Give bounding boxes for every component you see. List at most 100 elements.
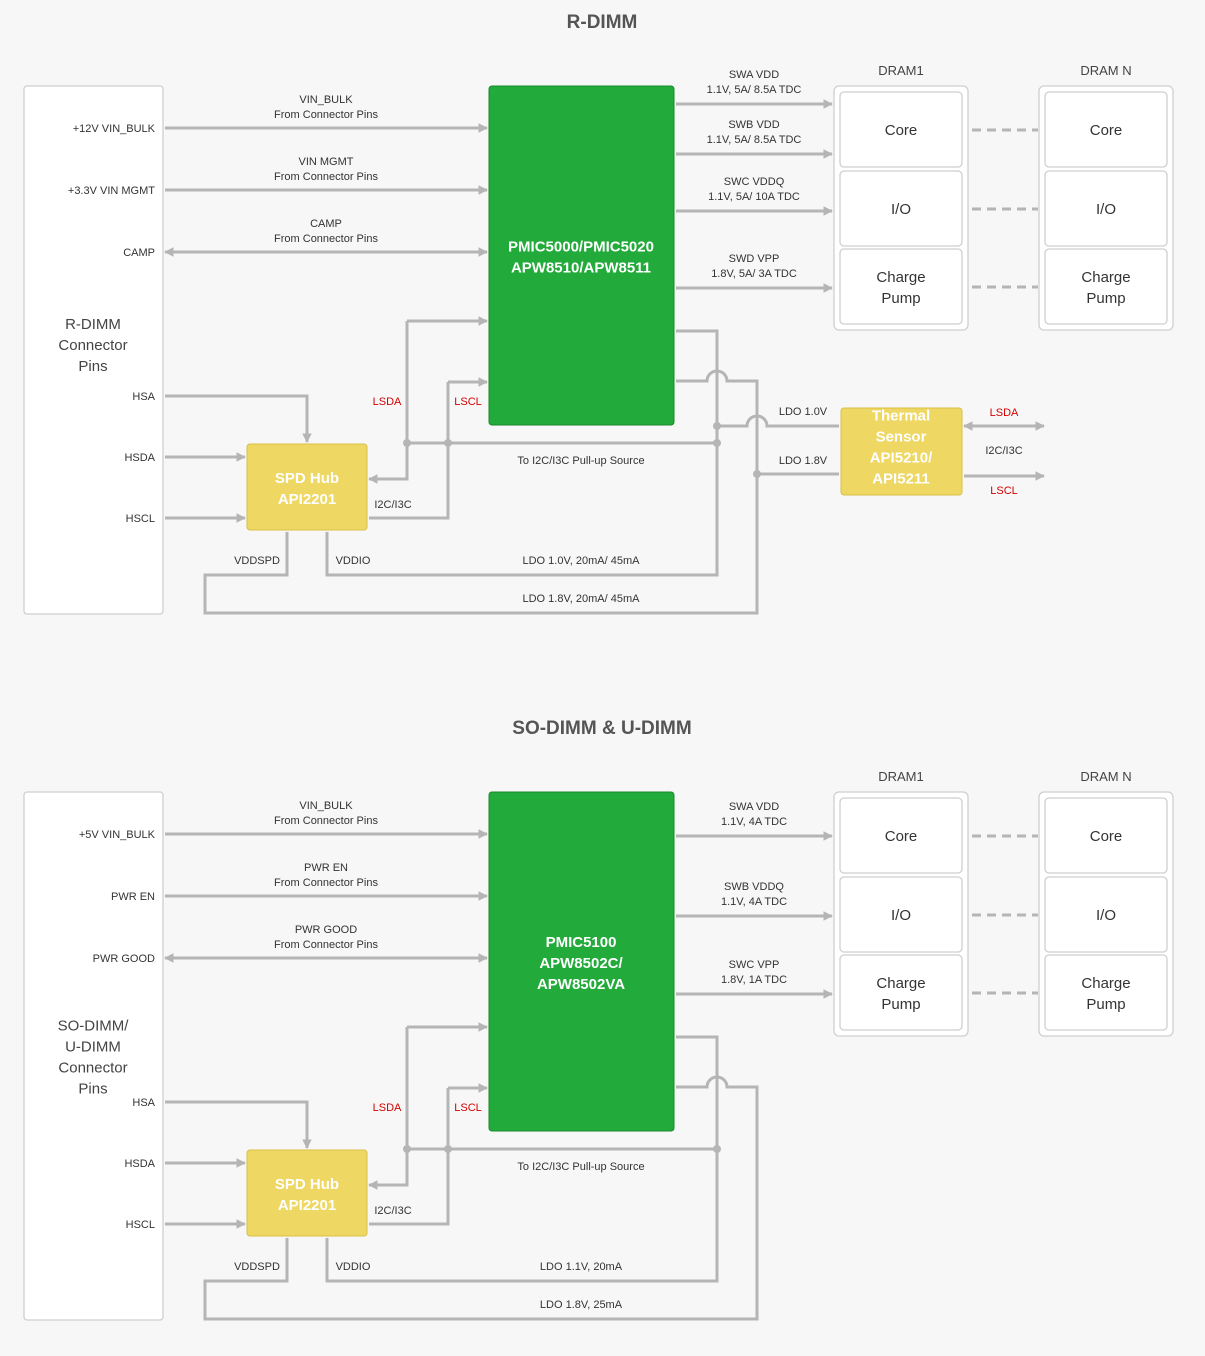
junction-dot bbox=[444, 439, 452, 447]
ldo-a-label: LDO 1.1V, 20mA bbox=[540, 1261, 623, 1273]
charge-pump-label: Pump bbox=[881, 996, 920, 1013]
connector-label: Connector bbox=[58, 337, 127, 354]
ldo-b-label: LDO 1.8V, 20mA/ 45mA bbox=[523, 593, 641, 605]
rail-name: SWB VDDQ bbox=[724, 881, 784, 893]
connector-label: Connector bbox=[58, 1060, 127, 1077]
spd-hub-label: API2201 bbox=[278, 1197, 336, 1214]
input-label: CAMP bbox=[310, 218, 342, 230]
junction-dot bbox=[444, 1145, 452, 1153]
connector-box bbox=[23, 85, 164, 615]
dram-cell bbox=[839, 797, 963, 874]
lscl-to-spd bbox=[369, 382, 450, 520]
input-label: From Connector Pins bbox=[274, 233, 378, 245]
input-label: From Connector Pins bbox=[274, 109, 378, 121]
dram-cell bbox=[1044, 248, 1168, 325]
pin-label-pwr-en: PWR EN bbox=[111, 891, 155, 903]
thermal-sensor-label: API5210/ bbox=[870, 450, 933, 467]
rail-spec: 1.1V, 4A TDC bbox=[721, 896, 787, 908]
rail-spec: 1.1V, 4A TDC bbox=[721, 816, 787, 828]
charge-pump-label: Pump bbox=[1086, 290, 1125, 307]
rail-name: SWD VPP bbox=[729, 253, 780, 265]
vddspd-label: VDDSPD bbox=[234, 1261, 280, 1273]
vddspd-label: VDDSPD bbox=[234, 555, 280, 567]
ldo-a-wire bbox=[325, 1035, 719, 1283]
pullup-label: To I2C/I3C Pull-up Source bbox=[517, 455, 644, 467]
lsda-to-spd bbox=[368, 1027, 409, 1190]
core-cell-label: Core bbox=[1090, 122, 1123, 139]
sodimm-section: SO-DIMM & U-DIMMSO-DIMM/U-DIMMConnectorP… bbox=[23, 718, 1038, 1321]
pmic-label: PMIC5000/PMIC5020 bbox=[508, 239, 654, 256]
vddio-label: VDDIO bbox=[336, 1261, 371, 1273]
connector-label: Pins bbox=[78, 1081, 107, 1098]
connector-box bbox=[23, 791, 164, 1321]
junction-dot bbox=[403, 1145, 411, 1153]
pin-label-hsa: HSA bbox=[132, 391, 155, 403]
charge-pump-label: Charge bbox=[1081, 269, 1130, 286]
rail-spec: 1.1V, 5A/ 8.5A TDC bbox=[707, 134, 802, 146]
ldo-b-wire bbox=[203, 369, 759, 615]
spd-hub-chip bbox=[246, 1149, 368, 1237]
input-label: From Connector Pins bbox=[274, 815, 378, 827]
charge-pump-label: Charge bbox=[1081, 975, 1130, 992]
i2c-label: I2C/I3C bbox=[374, 1205, 411, 1217]
rail-name: SWA VDD bbox=[729, 801, 779, 813]
charge-pump-label: Charge bbox=[876, 269, 925, 286]
section-title: SO-DIMM & U-DIMM bbox=[512, 718, 691, 739]
pin-label-hsa: HSA bbox=[132, 1097, 155, 1109]
connector-label: Pins bbox=[78, 358, 107, 375]
rail-name: SWB VDD bbox=[728, 119, 779, 131]
dram-cell bbox=[1044, 170, 1168, 247]
dram-cell bbox=[1044, 91, 1168, 168]
dram-cell bbox=[1044, 876, 1168, 953]
rail-name: SWC VDDQ bbox=[724, 176, 785, 188]
junction-dot bbox=[403, 439, 411, 447]
ldo-10-to-ts bbox=[717, 414, 839, 428]
core-cell-label: Core bbox=[1090, 828, 1123, 845]
lsda-label: LSDA bbox=[373, 1102, 402, 1114]
charge-pump-label: Pump bbox=[1086, 996, 1125, 1013]
ldo-18-label: LDO 1.8V bbox=[779, 455, 828, 467]
rail-spec: 1.1V, 5A/ 10A TDC bbox=[708, 191, 800, 203]
connector-label: SO-DIMM/ bbox=[58, 1018, 130, 1035]
dram-title: DRAM1 bbox=[878, 769, 924, 784]
rail-spec: 1.8V, 1A TDC bbox=[721, 974, 787, 986]
pmic-label: APW8510/APW8511 bbox=[511, 260, 651, 277]
pin-label-vin-bulk: +5V VIN_BULK bbox=[79, 829, 156, 841]
ldo-b-label: LDO 1.8V, 25mA bbox=[540, 1299, 623, 1311]
lscl-label: LSCL bbox=[454, 1102, 482, 1114]
spd-hub-chip bbox=[246, 443, 368, 531]
io-cell-label: I/O bbox=[1096, 201, 1116, 218]
pullup-label: To I2C/I3C Pull-up Source bbox=[517, 1161, 644, 1173]
pin-label-hscl: HSCL bbox=[126, 1219, 155, 1231]
spd-hub-label: SPD Hub bbox=[275, 1176, 339, 1193]
input-label: From Connector Pins bbox=[274, 171, 378, 183]
core-cell-label: Core bbox=[885, 828, 918, 845]
pmic-label: APW8502VA bbox=[537, 976, 625, 993]
pmic-label: APW8502C/ bbox=[539, 955, 623, 972]
input-label: VIN MGMT bbox=[299, 156, 354, 168]
input-label: VIN_BULK bbox=[299, 800, 353, 812]
ldo-10-label: LDO 1.0V bbox=[779, 406, 828, 418]
pin-label-hscl: HSCL bbox=[126, 513, 155, 525]
ts-lsda-label: LSDA bbox=[990, 407, 1019, 419]
rail-name: SWC VPP bbox=[729, 959, 780, 971]
ldo-a-wire bbox=[325, 329, 719, 577]
hsa-wire bbox=[165, 394, 312, 443]
io-cell-label: I/O bbox=[891, 907, 911, 924]
spd-hub-label: SPD Hub bbox=[275, 470, 339, 487]
vddio-label: VDDIO bbox=[336, 555, 371, 567]
ldo-b-wire bbox=[203, 1075, 759, 1321]
thermal-sensor-label: API5211 bbox=[872, 471, 930, 488]
core-cell-label: Core bbox=[885, 122, 918, 139]
input-label: PWR EN bbox=[304, 862, 348, 874]
lsda-to-spd bbox=[368, 321, 409, 484]
rail-spec: 1.8V, 5A/ 3A TDC bbox=[711, 268, 797, 280]
ts-lscl-label: LSCL bbox=[990, 485, 1018, 497]
dram-cell bbox=[839, 876, 963, 953]
pin-label-vin-mgmt: +3.3V VIN MGMT bbox=[68, 185, 155, 197]
connector-label: R-DIMM bbox=[65, 316, 121, 333]
